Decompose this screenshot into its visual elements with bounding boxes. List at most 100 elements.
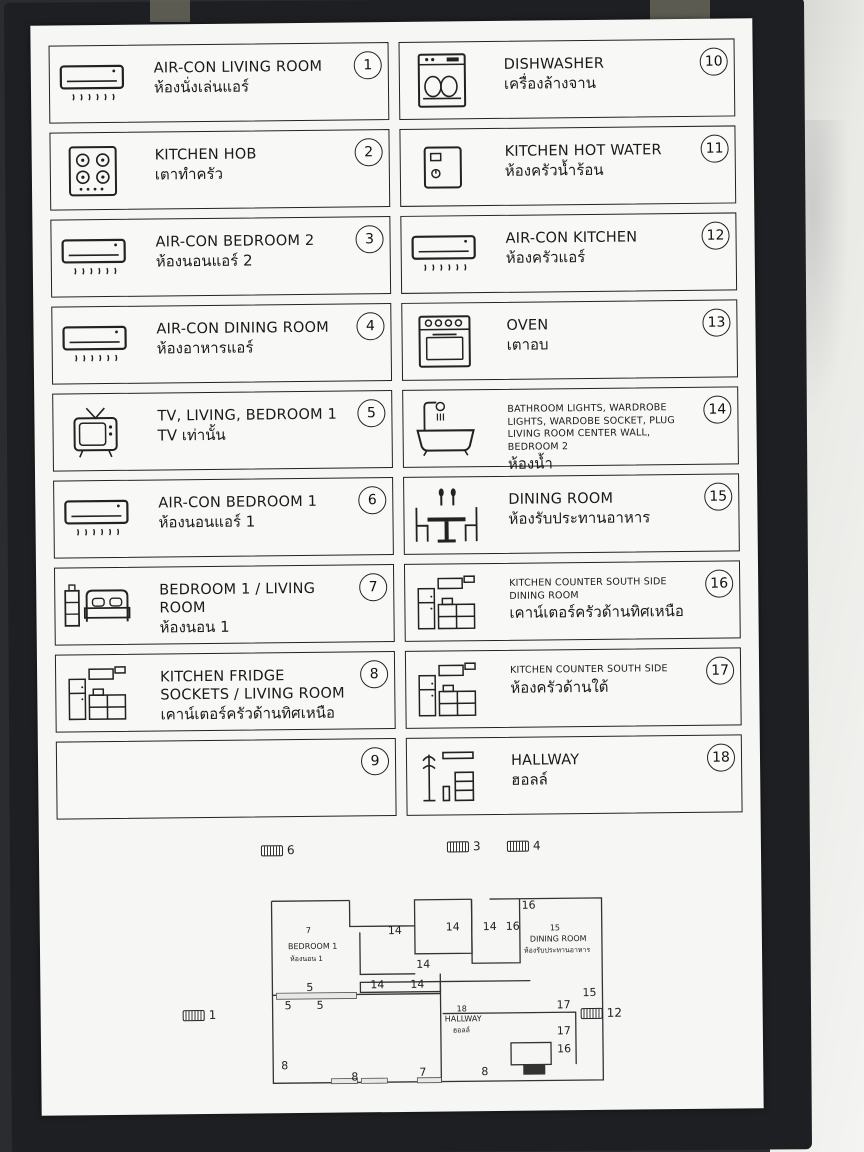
floor-plan-stove bbox=[523, 1064, 546, 1075]
fp-ac-unit: 12 bbox=[580, 1006, 622, 1020]
breaker-number-circle: 10 bbox=[699, 47, 728, 76]
breaker-number-circle: 12 bbox=[701, 221, 730, 250]
floor-plan-drawing: 7 BEDROOM 1 ห้องนอน 1 15 DINING ROOM ห้อ… bbox=[270, 897, 605, 1085]
breaker-label-thai: ห้องครัวด้านใต้ bbox=[510, 677, 609, 697]
fp-breaker-number: 16 bbox=[557, 1042, 571, 1055]
breaker-number-circle: 11 bbox=[700, 134, 729, 163]
breaker-label-english: KITCHEN COUNTER SOUTH SIDE DINING ROOM bbox=[509, 576, 667, 602]
fp-breaker-number: 14 bbox=[483, 920, 497, 933]
breaker-label-english: HALLWAY bbox=[510, 752, 580, 769]
fp-hallway-num: 18 bbox=[457, 1004, 467, 1013]
fp-breaker-number: 14 bbox=[388, 924, 402, 937]
fp-breaker-number: 16 bbox=[506, 920, 520, 933]
breaker-cell-9: 9 bbox=[55, 738, 397, 820]
kitchen-counter-icon bbox=[413, 574, 482, 631]
breaker-number-circle: 4 bbox=[356, 312, 385, 341]
breaker-label-thai: ห้องนั่งเล่นแอร์ bbox=[153, 77, 250, 97]
fp-bedroom-num: 7 bbox=[306, 926, 311, 935]
fp-breaker-number: 14 bbox=[370, 978, 384, 991]
breaker-label-english: KITCHEN FRIDGE SOCKETS / LIVING ROOM bbox=[160, 668, 345, 704]
breaker-label-thai: TV เท่านั้น bbox=[157, 425, 226, 445]
breaker-label-thai bbox=[161, 753, 357, 755]
breaker-label-english: TV, LIVING, BEDROOM 1 bbox=[157, 406, 338, 425]
breaker-number-circle: 17 bbox=[705, 656, 735, 685]
fp-breaker-number: 14 bbox=[446, 920, 460, 933]
fp-ac-unit: 6 bbox=[260, 843, 295, 858]
fp-breaker-number: 5 bbox=[285, 999, 292, 1012]
air-conditioner-icon bbox=[59, 230, 128, 287]
breaker-label-thai: ห้องนอนแอร์ 2 bbox=[155, 251, 253, 271]
breaker-label-english: KITCHEN HOB bbox=[154, 146, 257, 164]
breaker-number-circle: 3 bbox=[355, 225, 384, 254]
breaker-number-circle: 1 bbox=[353, 51, 382, 80]
breaker-label-english: DISHWASHER bbox=[503, 55, 605, 73]
breaker-number-circle: 7 bbox=[359, 573, 388, 602]
breaker-number-circle: 2 bbox=[354, 138, 383, 167]
fp-breaker-number: 15 bbox=[582, 986, 596, 999]
breaker-label-thai: ห้องรับประทานอาหาร bbox=[508, 508, 651, 528]
breaker-label-english: AIR-CON BEDROOM 1 bbox=[158, 493, 318, 512]
fp-ac-label: 4 bbox=[532, 838, 541, 853]
fp-breaker-number: 8 bbox=[351, 1070, 358, 1083]
air-conditioner-icon bbox=[60, 317, 129, 374]
breaker-number-circle: 6 bbox=[358, 486, 387, 515]
breaker-label-english: AIR-CON LIVING ROOM bbox=[153, 58, 323, 77]
breaker-label-english: BEDROOM 1 / LIVING ROOM bbox=[159, 580, 316, 617]
kitchen-counter-icon bbox=[414, 661, 483, 718]
air-conditioner-icon bbox=[182, 1009, 205, 1021]
fp-hallway-th: ฮอลล์ bbox=[453, 1026, 470, 1034]
fp-breaker-number: 8 bbox=[481, 1065, 488, 1078]
breaker-label-english bbox=[161, 753, 357, 755]
fp-breaker-number: 17 bbox=[557, 1024, 571, 1037]
fp-breaker-number: 5 bbox=[317, 999, 324, 1012]
breaker-number-circle: 8 bbox=[359, 660, 389, 689]
fp-bedroom-th: ห้องนอน 1 bbox=[290, 955, 323, 963]
breaker-cell-text: BATHROOM LIGHTS, WARDROBE LIGHTS, WARDOB… bbox=[507, 402, 700, 474]
breaker-label-thai: เคาน์เตอร์ครัวด้านทิศเหนือ bbox=[509, 601, 684, 622]
fp-ac-label: 1 bbox=[208, 1007, 217, 1022]
floor-plan: 7 BEDROOM 1 ห้องนอน 1 15 DINING ROOM ห้อ… bbox=[209, 851, 651, 1094]
fp-ac-label: 3 bbox=[472, 839, 481, 854]
breaker-label-thai: ห้องนอนแอร์ 1 bbox=[158, 512, 256, 532]
breaker-number-circle: 13 bbox=[702, 308, 731, 337]
dishwasher-icon bbox=[408, 52, 477, 109]
fp-breaker-number: 7 bbox=[419, 1066, 426, 1079]
kitchen-counter-icon bbox=[64, 665, 133, 722]
fp-bedroom-label: BEDROOM 1 bbox=[288, 942, 337, 952]
breaker-label-english: DINING ROOM bbox=[508, 490, 614, 508]
air-conditioner-icon bbox=[506, 840, 529, 852]
fp-ac-label: 6 bbox=[286, 843, 295, 858]
breaker-label-english: AIR-CON DINING ROOM bbox=[156, 319, 329, 338]
breaker-label-thai: เคาน์เตอร์ครัวด้านทิศเหนือ bbox=[160, 703, 336, 724]
fp-ac-unit: 3 bbox=[446, 839, 481, 854]
breaker-label-english: AIR-CON BEDROOM 2 bbox=[155, 232, 315, 251]
air-conditioner-icon bbox=[58, 56, 127, 113]
breaker-label-thai: ฮอลล์ bbox=[511, 770, 548, 789]
